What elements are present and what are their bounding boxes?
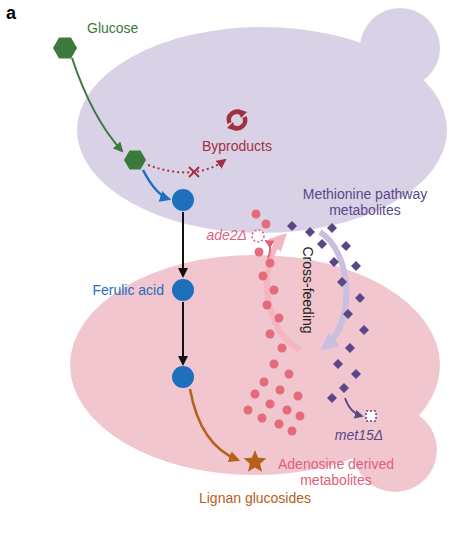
circle-shape bbox=[172, 279, 194, 301]
metabolite-label: Adenosine derived metabolites bbox=[270, 456, 402, 488]
metabolite-dot bbox=[266, 400, 275, 409]
pathway-arrow bbox=[182, 302, 184, 364]
metabolite-dot bbox=[258, 414, 267, 423]
metabolite-dot bbox=[244, 406, 253, 415]
metabolite-diamond bbox=[345, 343, 355, 353]
uptake-arrow bbox=[266, 241, 270, 258]
panel-letter: a bbox=[6, 3, 30, 23]
hexagon-shape bbox=[53, 38, 77, 59]
product-star: Lignan glucosides bbox=[243, 450, 267, 474]
recycle-head bbox=[227, 122, 236, 131]
metabolite-diamond bbox=[341, 241, 351, 251]
metabolite-diamond bbox=[339, 383, 349, 393]
metabolite-diamond bbox=[351, 369, 361, 379]
metabolite-diamond bbox=[329, 257, 339, 267]
node-label: Ferulic acid bbox=[50, 282, 164, 298]
metabolite-dot bbox=[275, 420, 284, 429]
glucose-hexagon bbox=[124, 151, 146, 170]
node-label: Lignan glucosides bbox=[180, 490, 330, 506]
cross-feeding-arrow bbox=[320, 232, 346, 346]
metabolite-diamond bbox=[351, 261, 361, 271]
metabolite-dot bbox=[266, 259, 275, 268]
metabolite-dot bbox=[294, 392, 303, 401]
metabolite-dot bbox=[255, 248, 264, 257]
node-label: Byproducts bbox=[197, 138, 277, 154]
shape-canvas bbox=[243, 450, 267, 474]
metabolite-dot bbox=[270, 286, 279, 295]
metabolite-diamond bbox=[355, 293, 365, 303]
metabolite-dot bbox=[262, 220, 271, 229]
metabolite-dot bbox=[278, 344, 287, 353]
metabolite-dot bbox=[266, 330, 275, 339]
metabolite-diamond bbox=[317, 239, 327, 249]
process-label: Cross-feeding bbox=[300, 245, 316, 335]
metabolite-circle: Ferulic acid bbox=[172, 279, 194, 301]
deletion-marker: ade2Δ bbox=[251, 229, 265, 243]
metabolite-diamond bbox=[343, 309, 353, 319]
metabolite-dot bbox=[276, 386, 285, 395]
recycle-arc bbox=[233, 117, 245, 128]
node-label: Glucose bbox=[87, 20, 157, 36]
node-label: met15Δ bbox=[331, 427, 387, 443]
metabolite-dot bbox=[285, 370, 294, 379]
cross-mark bbox=[189, 167, 199, 177]
metabolite-dot bbox=[275, 314, 284, 323]
pathway-arrow bbox=[190, 389, 238, 460]
metabolite-dot bbox=[252, 210, 261, 219]
metabolite-dot bbox=[259, 272, 268, 281]
pathway-arrow bbox=[182, 212, 184, 276]
node-label: ade2Δ bbox=[201, 227, 247, 243]
yeast-cell bbox=[77, 27, 447, 233]
dashed-circle bbox=[252, 230, 264, 242]
shape-canvas bbox=[225, 108, 249, 132]
metabolite-label: Methionine pathway metabolites bbox=[295, 186, 435, 218]
shape-canvas bbox=[172, 279, 194, 301]
star-shape bbox=[244, 450, 267, 472]
metabolite-diamond bbox=[287, 221, 297, 231]
shape-canvas bbox=[251, 229, 265, 243]
metabolite-dot bbox=[296, 412, 305, 421]
metabolite-diamond bbox=[327, 393, 337, 403]
blocked-arrow bbox=[148, 160, 225, 172]
metabolite-dot bbox=[288, 427, 297, 436]
metabolite-dot bbox=[270, 360, 279, 369]
cross-mark bbox=[189, 167, 199, 177]
deletion-marker: met15Δ bbox=[365, 410, 377, 422]
metabolite-diamond bbox=[305, 227, 315, 237]
metabolite-diamond bbox=[359, 325, 369, 335]
metabolite-dot bbox=[260, 378, 269, 387]
metabolite-dot bbox=[251, 390, 260, 399]
metabolite-diamond bbox=[333, 359, 343, 369]
pathway-arrow bbox=[143, 170, 169, 199]
shape-canvas bbox=[365, 410, 377, 422]
metabolite-dot bbox=[283, 406, 292, 415]
metabolite-dot bbox=[263, 301, 272, 310]
uptake-arrow bbox=[345, 398, 362, 416]
byproduct-icon: Byproducts bbox=[225, 108, 249, 132]
uptake-arrow bbox=[72, 58, 122, 151]
metabolite-diamond bbox=[337, 277, 347, 287]
metabolite-circle bbox=[172, 366, 194, 388]
metabolite-circle bbox=[172, 189, 194, 211]
dashed-square bbox=[366, 411, 376, 421]
recycle-arc bbox=[229, 112, 241, 123]
shape-canvas bbox=[53, 36, 77, 60]
metabolite-diamond bbox=[327, 223, 337, 233]
substrate-hexagon: Glucose bbox=[53, 36, 77, 60]
